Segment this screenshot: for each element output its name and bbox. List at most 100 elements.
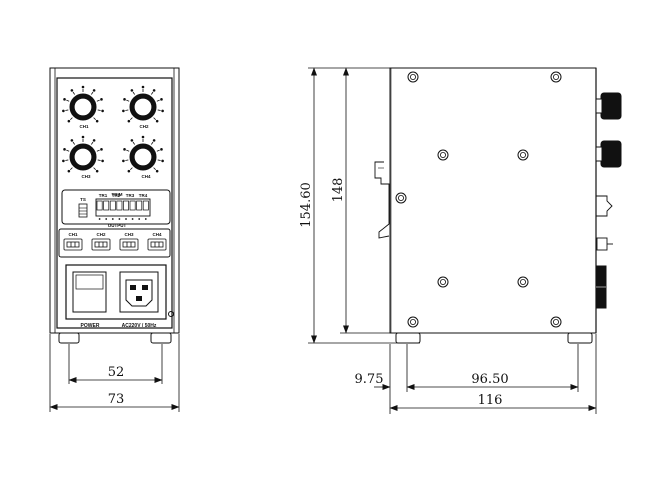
- knob-tick-dot: [63, 148, 66, 151]
- knob-tick: [153, 117, 157, 121]
- output-label-ch1: CH1: [68, 232, 77, 237]
- knob-tick-dot: [161, 109, 164, 113]
- knob-tick: [96, 99, 100, 102]
- side-knob-upper: [600, 92, 622, 120]
- trim-terminal-cell[interactable]: [136, 200, 143, 211]
- knob-label-ch2: CH2: [139, 124, 148, 129]
- knob-ch4[interactable]: [129, 143, 157, 171]
- side-screw: [437, 149, 449, 161]
- knob-tick: [125, 159, 129, 161]
- knob-tick-dot: [92, 139, 96, 142]
- knob-tick: [151, 91, 154, 95]
- trim-terminal-cell[interactable]: [123, 200, 129, 211]
- knob-tick: [97, 159, 101, 161]
- power-switch[interactable]: [72, 271, 107, 313]
- knob-tick: [91, 91, 94, 95]
- knob-tick: [72, 91, 75, 95]
- knob-tick: [126, 99, 130, 102]
- knob-tick: [156, 99, 160, 102]
- output-connector: [63, 238, 83, 251]
- knob-tick-dot: [161, 159, 164, 163]
- front-view-labels: CH1 CH2 CH3 CH4 TRIM TS TR1 TR2 TR3 TR4 …: [68, 124, 161, 329]
- knob-tick: [93, 167, 97, 171]
- dim-label-73: 73: [108, 392, 125, 407]
- output-panel: [58, 228, 171, 258]
- knob-tick: [132, 91, 135, 95]
- knob-tick-dot: [62, 159, 65, 163]
- trim-channel-label-4: TR4: [139, 193, 148, 198]
- trim-terminal-cell[interactable]: [109, 200, 116, 211]
- trim-title: TRIM: [112, 192, 123, 197]
- knob-tick: [93, 117, 97, 121]
- front-panel: [56, 77, 173, 329]
- side-connector: [596, 237, 608, 251]
- knob-tick-dot: [141, 135, 145, 139]
- side-screw: [517, 149, 529, 161]
- knob-tick-dot: [160, 98, 163, 101]
- knob-ch1[interactable]: [69, 93, 97, 121]
- knob-tick: [65, 109, 69, 111]
- knob-tick-dot: [122, 159, 125, 163]
- knob-tick-dot: [155, 119, 159, 123]
- trim-terminal-cell[interactable]: [103, 200, 110, 211]
- output-title: OUTPUT: [108, 223, 127, 228]
- trim-terminal-cell[interactable]: [142, 200, 149, 211]
- knob-tick: [66, 149, 70, 152]
- front-housing: [49, 67, 180, 334]
- knob-tick-dot: [63, 98, 66, 101]
- trim-switch[interactable]: [78, 203, 88, 218]
- side-screw: [517, 276, 529, 288]
- power-label: POWER: [81, 323, 100, 329]
- knob-tick: [97, 109, 101, 111]
- knob-tick-dot: [95, 119, 99, 123]
- trim-panel: [61, 189, 171, 225]
- knob-tick-dot: [127, 169, 131, 173]
- knob-tick: [132, 141, 135, 145]
- trim-terminal-cell[interactable]: [129, 200, 136, 211]
- side-view: [374, 67, 622, 344]
- trim-indicator-dot: [111, 218, 114, 220]
- knob-tick-dot: [141, 85, 145, 89]
- trim-indicator-dot: [98, 218, 101, 220]
- knob-tick-dot: [123, 148, 126, 151]
- dim-label-96-50: 96.50: [471, 372, 508, 387]
- trim-terminal-cell[interactable]: [116, 200, 123, 211]
- knob-tick-dot: [100, 148, 103, 151]
- trim-switch-label: TS: [80, 197, 86, 202]
- foot-left: [58, 332, 80, 344]
- trim-indicator-dot: [125, 218, 127, 220]
- knob-tick: [65, 159, 69, 161]
- output-connector: [119, 238, 139, 251]
- knob-ch3[interactable]: [69, 143, 97, 171]
- knob-tick-dot: [130, 89, 134, 92]
- side-dimensions: [308, 67, 597, 414]
- trim-channel-label-3: TR3: [126, 193, 135, 198]
- dim-label-154-60: 154.60: [299, 182, 314, 228]
- ac-label: AC220V / 50Hz: [122, 323, 157, 329]
- din-rail-clip: [374, 161, 390, 239]
- knob-ch2[interactable]: [129, 93, 157, 121]
- knob-tick: [91, 141, 94, 145]
- knob-tick-dot: [101, 159, 104, 163]
- knob-tick: [69, 167, 73, 171]
- knob-tick-dot: [70, 89, 74, 92]
- side-screw: [550, 71, 562, 83]
- knob-tick: [157, 109, 161, 111]
- knob-tick: [125, 109, 129, 111]
- output-connector: [147, 238, 167, 251]
- knob-tick: [157, 159, 161, 161]
- knob-tick-dot: [62, 109, 65, 113]
- side-screws: [395, 71, 562, 328]
- side-screw: [395, 192, 407, 204]
- side-screw: [437, 276, 449, 288]
- trim-indicator-dot: [144, 218, 147, 220]
- dim-label-148: 148: [331, 178, 346, 203]
- knob-tick-dot: [101, 109, 104, 113]
- knob-tick-dot: [122, 109, 125, 113]
- knob-tick-dot: [155, 169, 159, 173]
- knob-tick-dot: [95, 169, 99, 173]
- dim-label-9-75: 9.75: [355, 372, 384, 387]
- knob-tick: [153, 167, 157, 171]
- trim-terminal-cell[interactable]: [96, 200, 103, 211]
